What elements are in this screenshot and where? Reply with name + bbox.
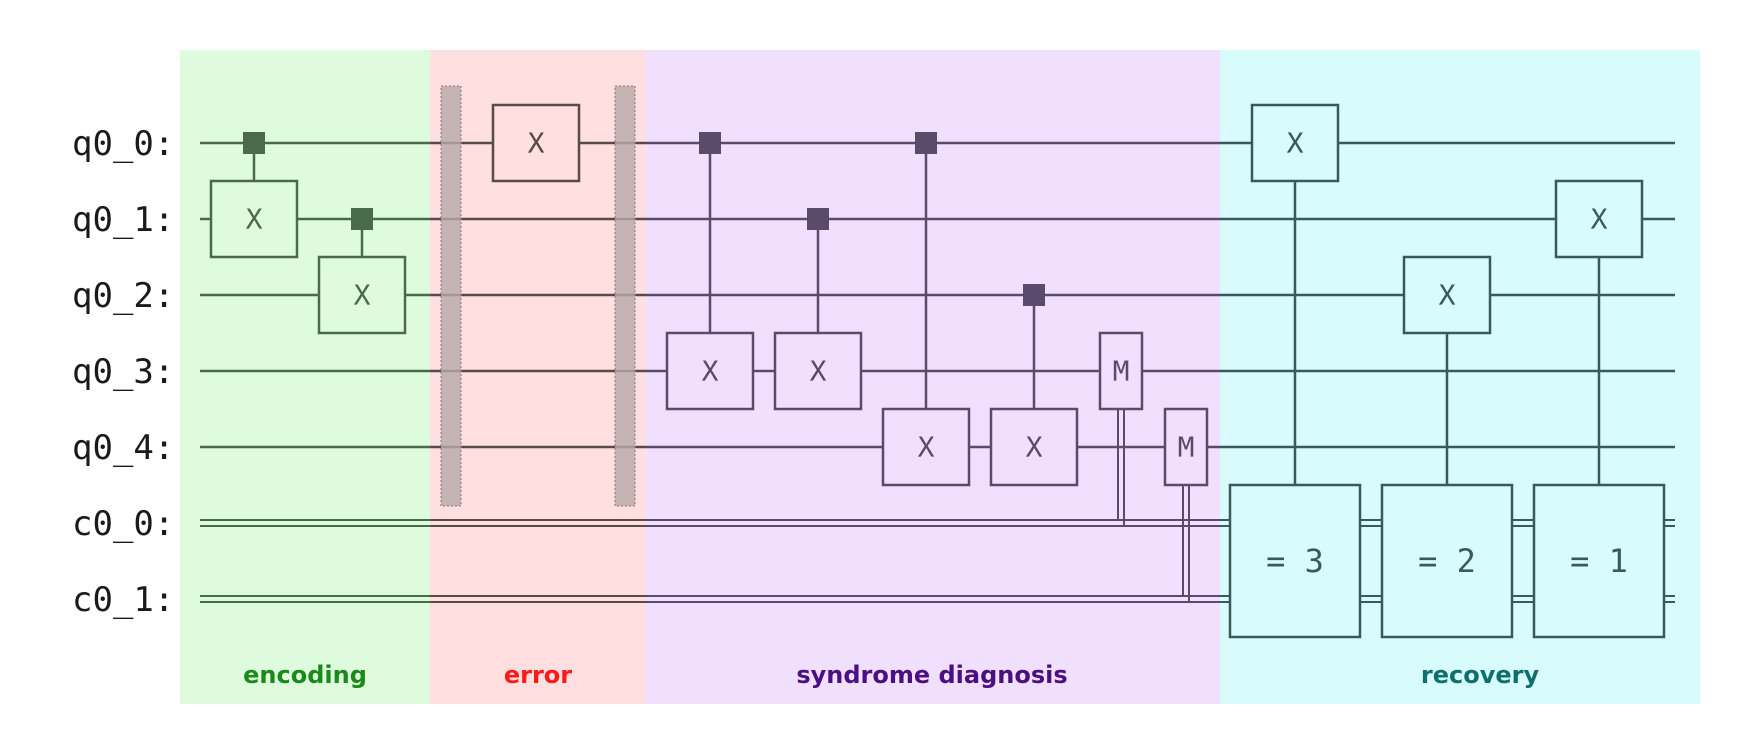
measure-gate-label: M	[1178, 431, 1195, 464]
cbit-label: c0_0:	[72, 504, 174, 544]
control-dot	[915, 132, 937, 154]
x-gate-label: X	[702, 355, 719, 388]
x-gate	[491, 103, 581, 183]
x-gate	[1402, 255, 1492, 335]
x-gate	[773, 331, 863, 411]
x-gate	[665, 331, 755, 411]
section-label-syndrome: syndrome diagnosis	[796, 661, 1067, 689]
qubit-label: q0_3:	[72, 352, 174, 392]
condition-box	[1228, 483, 1362, 639]
qubit-label: q0_4:	[72, 428, 174, 468]
condition-label: = 3	[1266, 542, 1324, 580]
barriers-group	[440, 85, 636, 507]
control-dot	[351, 208, 373, 230]
x-gate-label: X	[810, 355, 827, 388]
x-gate-label: X	[1026, 431, 1043, 464]
qubit-label: q0_2:	[72, 276, 174, 316]
barrier	[441, 86, 461, 506]
condition-box	[1532, 483, 1666, 639]
barrier	[615, 86, 635, 506]
control-dot	[699, 132, 721, 154]
x-gate-label: X	[1591, 203, 1608, 236]
measure-gate-label: M	[1113, 355, 1130, 388]
qubit-label: q0_1:	[72, 200, 174, 240]
section-label-encoding: encoding	[243, 661, 367, 689]
x-gate	[881, 407, 971, 487]
x-gate-label: X	[354, 279, 371, 312]
barrier-outline	[614, 85, 636, 507]
barrier-outline	[440, 85, 462, 507]
x-gate-label: X	[528, 127, 545, 160]
gates-group: X X X X X X X M M X = 3 X = 2 X = 1	[209, 103, 1666, 639]
condition-box	[1380, 483, 1514, 639]
x-gate	[1554, 179, 1644, 259]
x-gate-label: X	[1439, 279, 1456, 312]
control-dot	[1023, 284, 1045, 306]
x-gate-label: X	[1287, 127, 1304, 160]
condition-label: = 2	[1418, 542, 1476, 580]
x-gate-label: X	[918, 431, 935, 464]
section-bg-encoding	[180, 50, 430, 704]
measure-gate	[1163, 407, 1209, 487]
section-label-error: error	[504, 661, 572, 689]
x-gate	[317, 255, 407, 335]
x-gate	[1250, 103, 1340, 183]
x-gate	[209, 179, 299, 259]
x-gate	[989, 407, 1079, 487]
x-gate-label: X	[246, 203, 263, 236]
condition-label: = 1	[1570, 542, 1628, 580]
control-dot	[807, 208, 829, 230]
section-label-recovery: recovery	[1421, 661, 1540, 689]
measure-gate	[1098, 331, 1144, 411]
cbit-label: c0_1:	[72, 580, 174, 620]
qubit-label: q0_0:	[72, 124, 174, 164]
control-dot	[243, 132, 265, 154]
